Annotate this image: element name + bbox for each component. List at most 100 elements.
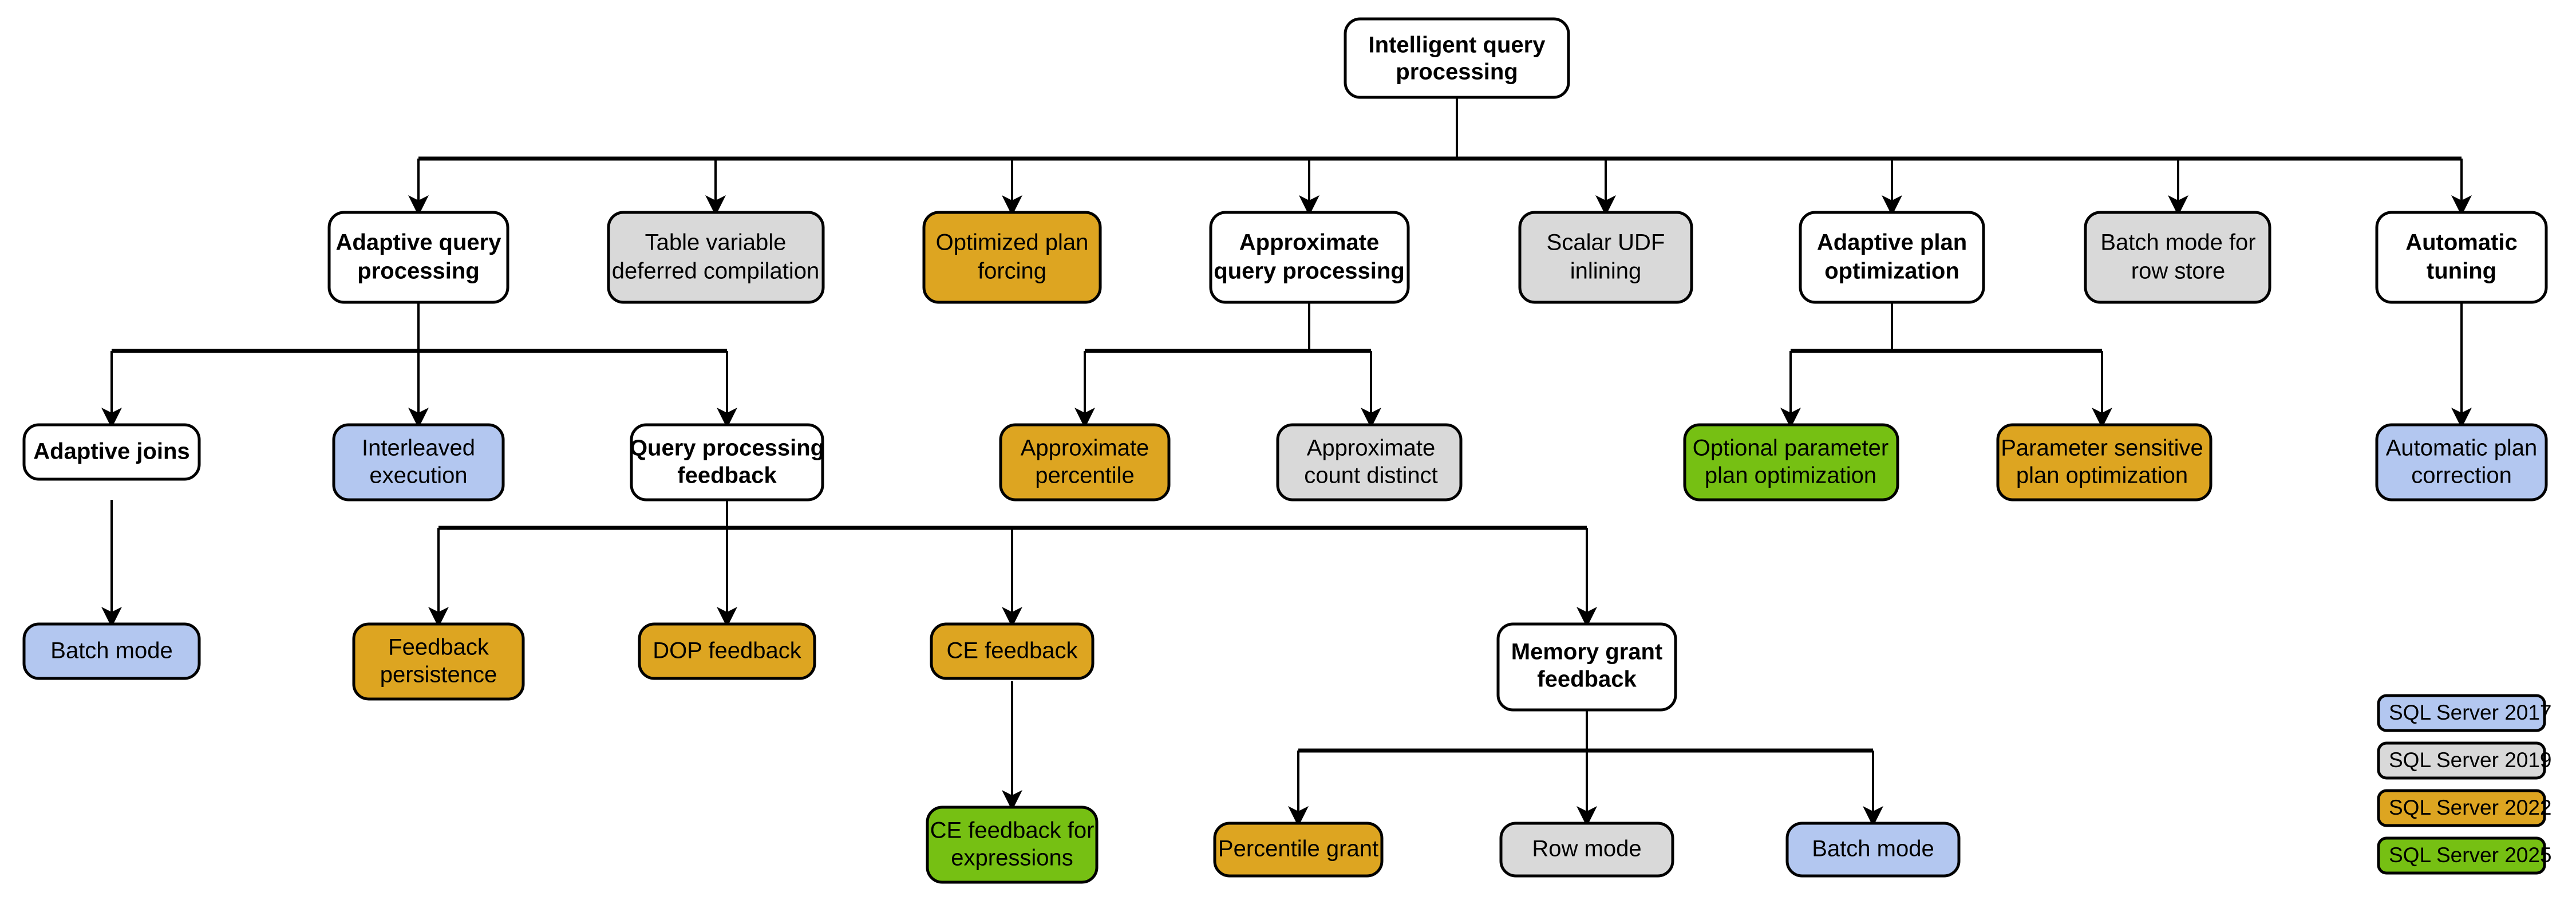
node-ce-feedback-for-expressions-label-line2: expressions	[951, 846, 1073, 871]
node-parameter-sensitive-plan-optimization-label-line1: Parameter sensitive	[2001, 436, 2203, 461]
node-approximate-count-distinct[interactable]: Approximate count distinct	[1276, 423, 1463, 502]
node-approximate-count-distinct-label-line1: Approximate	[1307, 436, 1436, 461]
node-approximate-percentile-shape[interactable]	[999, 423, 1171, 502]
node-batch-mode-for-row-store[interactable]: Batch mode for row store	[2084, 211, 2271, 304]
node-batch-mode-mgf[interactable]: Batch mode	[1785, 822, 1961, 878]
node-feedback-persistence-shape[interactable]	[352, 622, 525, 701]
node-adaptive-joins-label-line1: Adaptive joins	[33, 439, 189, 464]
node-approximate-count-distinct-shape[interactable]	[1276, 423, 1463, 502]
node-optimized-plan-forcing-label-line1: Optimized plan	[936, 230, 1089, 255]
node-dop-feedback-label-line1: DOP feedback	[653, 638, 801, 664]
node-batch-mode[interactable]: Batch mode	[22, 622, 201, 680]
node-automatic-plan-correction[interactable]: Automatic plan correction	[2375, 423, 2548, 502]
node-table-variable-deferred-compilation-shape[interactable]	[607, 211, 825, 304]
node-query-processing-feedback-shape[interactable]	[630, 423, 824, 502]
node-interleaved-execution-label-line1: Interleaved	[362, 436, 475, 461]
node-adaptive-query-processing-label-line2: processing	[357, 259, 479, 284]
node-batch-mode-for-row-store-shape[interactable]	[2084, 211, 2271, 304]
node-scalar-udf-inlining-label-line2: inlining	[1570, 259, 1642, 284]
node-table-variable-deferred-compilation[interactable]: Table variable deferred compilation	[607, 211, 825, 304]
node-approximate-query-processing-shape[interactable]	[1209, 211, 1410, 304]
node-adaptive-joins-shape[interactable]	[22, 423, 201, 481]
node-batch-mode-label-line1: Batch mode	[50, 638, 172, 664]
node-parameter-sensitive-plan-optimization[interactable]: Parameter sensitive plan optimization	[1996, 423, 2212, 502]
legend-item-sql-server-2022[interactable]: SQL Server 2022	[2377, 789, 2552, 827]
node-ce-feedback-label-line1: CE feedback	[946, 638, 1078, 664]
node-dop-feedback-shape[interactable]	[638, 622, 816, 680]
legend-label-sql-server-2017: SQL Server 2017	[2389, 701, 2552, 724]
node-approximate-percentile[interactable]: Approximate percentile	[999, 423, 1171, 502]
legend-swatch-sql-server-2022	[2377, 789, 2546, 827]
node-automatic-plan-correction-shape[interactable]	[2375, 423, 2548, 502]
node-memory-grant-feedback-label-line2: feedback	[1537, 667, 1637, 692]
node-root-shape[interactable]	[1344, 17, 1570, 99]
node-automatic-tuning-shape[interactable]	[2375, 211, 2548, 304]
node-root[interactable]: Intelligent query processing	[1344, 17, 1570, 99]
legend-swatch-sql-server-2025	[2377, 836, 2546, 875]
node-memory-grant-feedback-label-line1: Memory grant	[1511, 639, 1663, 665]
node-parameter-sensitive-plan-optimization-shape[interactable]	[1996, 423, 2212, 502]
node-scalar-udf-inlining-label-line1: Scalar UDF	[1547, 230, 1665, 255]
node-batch-mode-shape[interactable]	[22, 622, 201, 680]
node-percentile-grant-shape[interactable]	[1213, 822, 1384, 878]
node-optimized-plan-forcing-label-line2: forcing	[978, 259, 1046, 284]
node-optimized-plan-forcing[interactable]: Optimized plan forcing	[922, 211, 1102, 304]
node-adaptive-plan-optimization[interactable]: Adaptive plan optimization	[1799, 211, 1985, 304]
node-automatic-plan-correction-label-line1: Automatic plan	[2386, 436, 2538, 461]
node-scalar-udf-inlining-shape[interactable]	[1518, 211, 1693, 304]
node-interleaved-execution[interactable]: Interleaved execution	[332, 423, 505, 502]
node-ce-feedback-for-expressions-shape[interactable]	[926, 806, 1099, 884]
node-interleaved-execution-shape[interactable]	[332, 423, 505, 502]
node-memory-grant-feedback-shape[interactable]	[1496, 622, 1677, 712]
node-batch-mode-mgf-shape[interactable]	[1785, 822, 1961, 878]
node-query-processing-feedback-label-line2: feedback	[677, 463, 777, 488]
edges-layer	[101, 97, 2472, 827]
node-adaptive-joins[interactable]: Adaptive joins	[22, 423, 201, 481]
node-adaptive-query-processing[interactable]: Adaptive query processing	[327, 211, 509, 304]
node-ce-feedback-for-expressions-label-line1: CE feedback for	[930, 818, 1095, 843]
node-query-processing-feedback-label-line1: Query processing	[630, 436, 824, 461]
node-feedback-persistence-label-line2: persistence	[380, 662, 497, 688]
node-batch-mode-for-row-store-label-line1: Batch mode for	[2100, 230, 2255, 255]
node-optional-parameter-plan-optimization-label-line1: Optional parameter	[1693, 436, 1888, 461]
node-feedback-persistence[interactable]: Feedback persistence	[352, 622, 525, 701]
nodes-layer: Intelligent query processing Adaptive qu…	[22, 17, 2548, 884]
node-scalar-udf-inlining[interactable]: Scalar UDF inlining	[1518, 211, 1693, 304]
node-percentile-grant-label-line1: Percentile grant	[1218, 836, 1378, 862]
node-feedback-persistence-label-line1: Feedback	[388, 635, 489, 660]
node-adaptive-plan-optimization-label-line1: Adaptive plan	[1817, 230, 1967, 255]
legend-label-sql-server-2022: SQL Server 2022	[2389, 796, 2552, 819]
node-ce-feedback-for-expressions[interactable]: CE feedback for expressions	[926, 806, 1099, 884]
node-percentile-grant[interactable]: Percentile grant	[1213, 822, 1384, 878]
legend-item-sql-server-2025[interactable]: SQL Server 2025	[2377, 836, 2552, 875]
node-dop-feedback[interactable]: DOP feedback	[638, 622, 816, 680]
node-adaptive-plan-optimization-shape[interactable]	[1799, 211, 1985, 304]
node-ce-feedback-shape[interactable]	[930, 622, 1095, 680]
node-adaptive-query-processing-shape[interactable]	[327, 211, 509, 304]
node-interleaved-execution-label-line2: execution	[369, 463, 467, 488]
node-batch-mode-for-row-store-label-line2: row store	[2131, 259, 2226, 284]
legend-label-sql-server-2019: SQL Server 2019	[2389, 748, 2552, 772]
node-optimized-plan-forcing-shape[interactable]	[922, 211, 1102, 304]
node-row-mode[interactable]: Row mode	[1499, 822, 1674, 878]
node-parameter-sensitive-plan-optimization-label-line2: plan optimization	[2016, 463, 2188, 488]
node-memory-grant-feedback[interactable]: Memory grant feedback	[1496, 622, 1677, 712]
node-approximate-count-distinct-label-line2: count distinct	[1304, 463, 1437, 488]
node-optional-parameter-plan-optimization-shape[interactable]	[1683, 423, 1899, 502]
node-approximate-query-processing[interactable]: Approximate query processing	[1209, 211, 1410, 304]
node-batch-mode-mgf-label-line1: Batch mode	[1812, 836, 1934, 862]
node-query-processing-feedback[interactable]: Query processing feedback	[630, 423, 824, 502]
node-row-mode-shape[interactable]	[1499, 822, 1674, 878]
node-automatic-plan-correction-label-line2: correction	[2411, 463, 2512, 488]
node-optional-parameter-plan-optimization-label-line2: plan optimization	[1705, 463, 1876, 488]
node-optional-parameter-plan-optimization[interactable]: Optional parameter plan optimization	[1683, 423, 1899, 502]
legend: SQL Server 2017 SQL Server 2019 SQL Serv…	[2377, 694, 2552, 875]
legend-item-sql-server-2017[interactable]: SQL Server 2017	[2377, 694, 2552, 732]
legend-item-sql-server-2019[interactable]: SQL Server 2019	[2377, 741, 2552, 780]
legend-label-sql-server-2025: SQL Server 2025	[2389, 843, 2552, 867]
node-automatic-tuning[interactable]: Automatic tuning	[2375, 211, 2548, 304]
node-adaptive-plan-optimization-label-line2: optimization	[1824, 259, 1959, 284]
node-ce-feedback[interactable]: CE feedback	[930, 622, 1095, 680]
node-adaptive-query-processing-label-line1: Adaptive query	[336, 230, 502, 255]
